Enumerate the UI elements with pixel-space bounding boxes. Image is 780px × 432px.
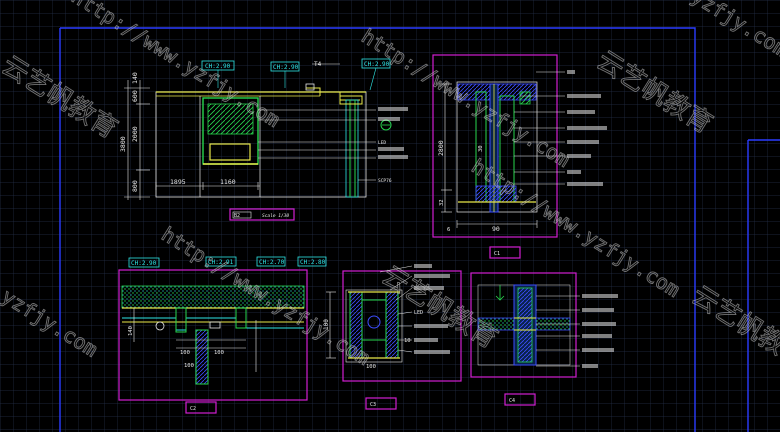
section-c2[interactable]: CH:2.90 CH:2.91 CH:2.70 CH:2.80 100 140 … [118,256,327,414]
c2-callouts[interactable]: CH:2.90 CH:2.91 CH:2.70 CH:2.80 [128,256,327,268]
c3-dim-2: 10 [404,338,411,344]
c2-callout-3: CH:2.70 [259,259,285,266]
dim-140: 140 [131,72,139,84]
elevation-callout-1: CH:2.90 [205,63,231,70]
c2-dim-3: 100 [214,350,224,356]
dim-1160: 1160 [220,178,236,186]
c2-callout-1: CH:2.90 [131,260,157,267]
dim-2000: 2000 [131,126,139,142]
c3-led-label: LED [414,310,423,316]
c1-dim-90: 90 [492,225,500,233]
c1-title-box[interactable] [489,246,521,259]
c4-title: C4 [509,398,515,404]
c3-dim-3: 100 [366,364,376,370]
c3-title-box[interactable] [365,397,397,410]
c3-title: C3 [370,402,376,408]
c1-dim-6: 6 [447,227,450,233]
c1-title: C1 [494,251,500,257]
c3-dim-1: 100 [323,319,330,330]
c4-title-box[interactable] [504,393,536,406]
dim-1895: 1895 [170,178,186,186]
dim-800: 800 [131,180,139,192]
elevation-view[interactable]: LED SCP76 CH:2.90 CH:2.90 CH:2.90 T4 [119,58,408,221]
elevation-scp-label: SCP76 [378,178,392,184]
c1-dim-2800: 2800 [437,140,445,156]
elevation-callout-3: CH:2.90 [364,61,390,68]
c2-title-box[interactable] [185,401,217,414]
elevation-title-box[interactable] [229,208,295,221]
c2-dim-2: 140 [128,326,134,336]
section-c3[interactable]: LED 100 10 100 C3 [323,264,462,410]
elevation-scale: Scale 1/30 [262,213,289,219]
section-c1[interactable]: 2800 30 32 90 6 C1 [432,54,607,259]
elevation-led-label: LED [378,140,386,146]
c2-dim-1: 100 [180,350,190,356]
c2-dim-4: 100 [184,363,194,369]
elevation-callouts[interactable]: CH:2.90 CH:2.90 CH:2.90 T4 [201,58,391,91]
section-c4[interactable]: C4 [470,272,618,406]
sheet-frame [59,27,780,432]
section-c4-frame [470,272,577,378]
c2-callout-2: CH:2.91 [208,259,234,266]
section-c1-frame [432,54,558,238]
elevation-vertical-dimensions [124,80,150,200]
c2-callout-4: CH:2.80 [300,259,326,266]
dim-600: 600 [131,90,139,102]
section-c3-frame [342,270,462,382]
c1-dim-30: 30 [478,145,484,152]
elevation-callout-2: CH:2.90 [273,64,299,71]
c2-title: C2 [190,406,196,412]
dim-3800: 3800 [119,136,127,152]
elevation-title: B2 [234,213,240,219]
c1-dim-32: 32 [439,199,445,206]
section-c2-frame [118,269,308,401]
elevation-top-note: T4 [314,61,322,68]
